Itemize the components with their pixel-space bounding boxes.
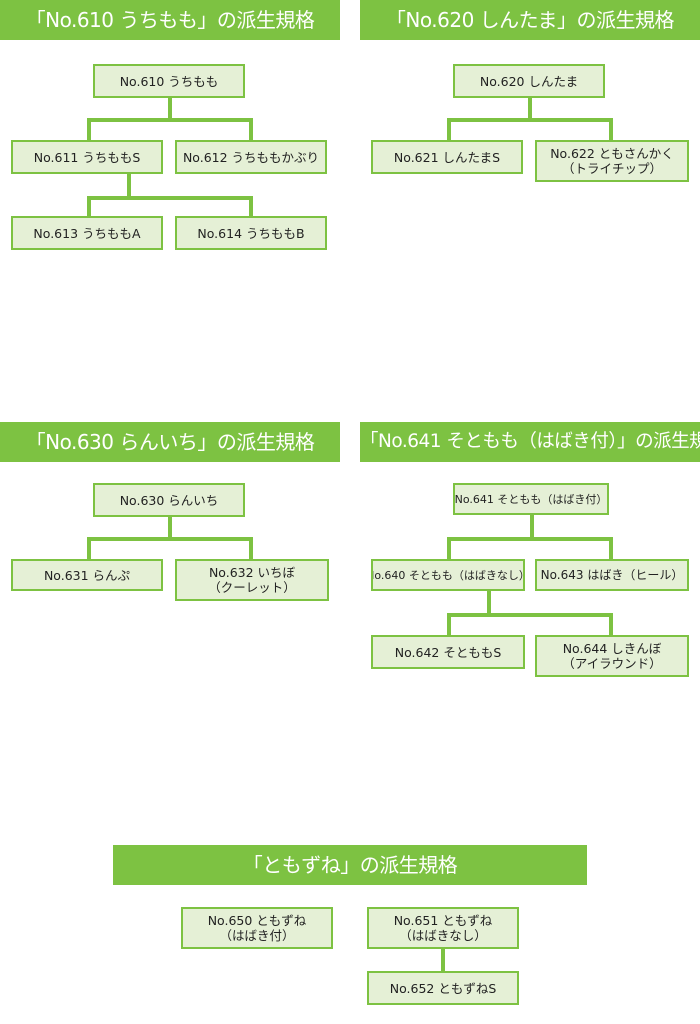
connector [487, 591, 491, 613]
node-650: No.650 ともずね （はばき付） [181, 907, 333, 949]
node-621-label: No.621 しんたまS [393, 149, 501, 165]
section-630-title: 「No.630 らんいち」の派生規格 [0, 422, 340, 462]
node-622-sublabel: （トライチップ） [561, 161, 662, 176]
connector [249, 537, 253, 559]
connector [447, 537, 451, 559]
node-620: No.620 しんたま [453, 64, 605, 98]
node-614-label: No.614 うちももB [197, 225, 305, 241]
node-611: No.611 うちももS [11, 140, 163, 174]
node-651-label: No.651 ともずね [393, 913, 493, 928]
node-644: No.644 しきんぼ （アイラウンド） [535, 635, 689, 677]
node-643: No.643 はばき（ヒール） [535, 559, 689, 591]
connector [87, 537, 253, 541]
connector [87, 196, 91, 216]
node-631-label: No.631 らんぷ [43, 567, 131, 583]
connector [528, 98, 532, 118]
node-650-label: No.650 ともずね [207, 913, 307, 928]
connector [87, 118, 91, 140]
connector [87, 537, 91, 559]
node-640-label: No.640 そともも（はばきなし） [371, 568, 525, 582]
node-632-sublabel: （クーレット） [208, 580, 296, 595]
connector [87, 196, 253, 200]
node-642-label: No.642 そとももS [394, 644, 502, 660]
node-622: No.622 ともさんかく （トライチップ） [535, 140, 689, 182]
section-650-title: 「ともずね」の派生規格 [113, 845, 587, 885]
node-630: No.630 らんいち [93, 483, 245, 517]
node-613: No.613 うちももA [11, 216, 163, 250]
node-631: No.631 らんぷ [11, 559, 163, 591]
node-614: No.614 うちももB [175, 216, 327, 250]
node-620-label: No.620 しんたま [479, 73, 579, 89]
node-612: No.612 うちももかぶり [175, 140, 327, 174]
node-651-sublabel: （はばきなし） [399, 928, 487, 943]
node-652-label: No.652 ともずねS [389, 980, 497, 996]
node-652: No.652 ともずねS [367, 971, 519, 1005]
node-640: No.640 そともも（はばきなし） [371, 559, 525, 591]
node-611-label: No.611 うちももS [33, 149, 141, 165]
section-620-title: 「No.620 しんたま」の派生規格 [360, 0, 700, 40]
connector [530, 515, 534, 537]
node-651: No.651 ともずね （はばきなし） [367, 907, 519, 949]
connector [249, 196, 253, 216]
node-644-label: No.644 しきんぼ [562, 641, 662, 656]
node-612-label: No.612 うちももかぶり [182, 149, 320, 165]
connector [447, 118, 613, 122]
node-610-label: No.610 うちもも [119, 73, 219, 89]
node-643-label: No.643 はばき（ヒール） [540, 567, 684, 582]
connector [249, 118, 253, 140]
connector [609, 613, 613, 635]
connector [447, 118, 451, 140]
connector [447, 613, 613, 617]
node-632: No.632 いちぼ （クーレット） [175, 559, 329, 601]
connector [168, 98, 172, 118]
node-641-label: No.641 そともも（はばき付） [454, 492, 608, 506]
node-650-sublabel: （はばき付） [219, 928, 295, 943]
node-632-label: No.632 いちぼ [208, 565, 296, 580]
node-610: No.610 うちもも [93, 64, 245, 98]
node-621: No.621 しんたまS [371, 140, 523, 174]
connector [609, 118, 613, 140]
node-630-label: No.630 らんいち [119, 492, 219, 508]
node-642: No.642 そとももS [371, 635, 525, 669]
connector [609, 537, 613, 559]
connector [87, 118, 253, 122]
connector [127, 174, 131, 196]
connector [441, 949, 445, 971]
node-613-label: No.613 うちももA [33, 225, 141, 241]
node-622-label: No.622 ともさんかく [550, 146, 674, 161]
connector [447, 613, 451, 635]
node-641: No.641 そともも（はばき付） [453, 483, 609, 515]
connector [168, 517, 172, 537]
section-641-title: 「No.641 そともも（はばき付）」の派生規格 [360, 422, 700, 462]
section-610-title: 「No.610 うちもも」の派生規格 [0, 0, 340, 40]
node-644-sublabel: （アイラウンド） [562, 656, 662, 671]
connector [447, 537, 613, 541]
